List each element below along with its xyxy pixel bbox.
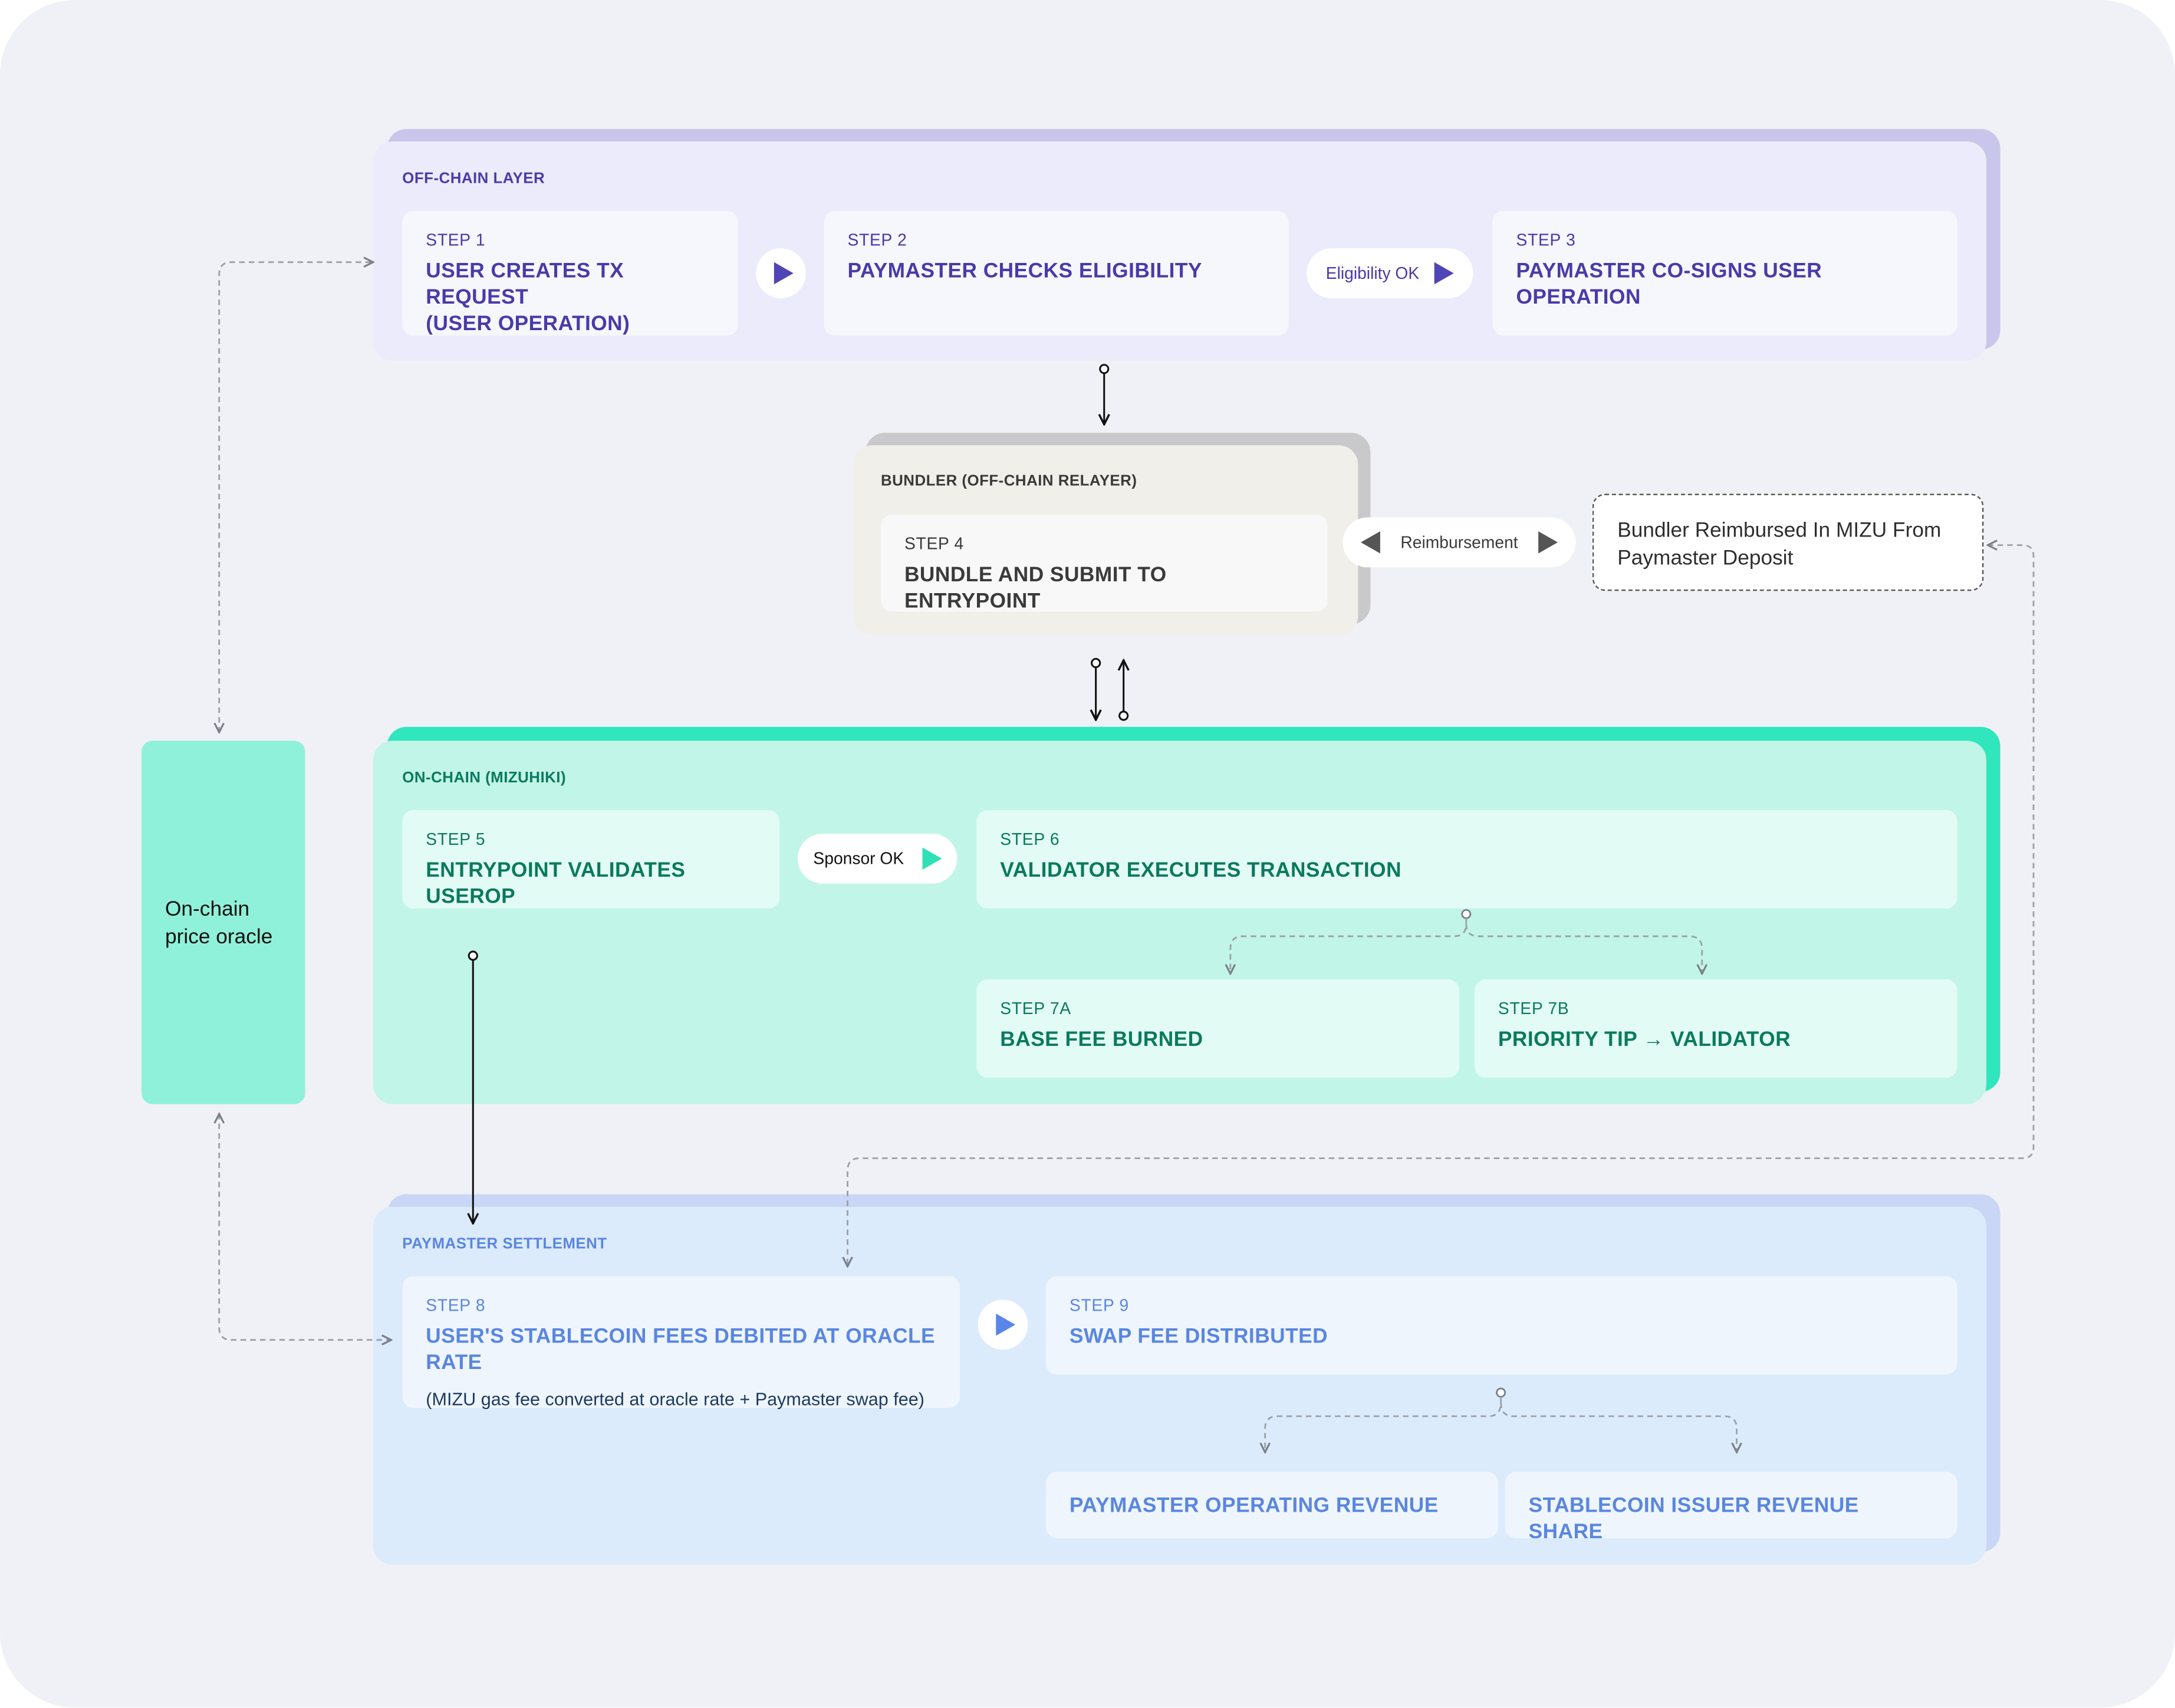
- step3-title: PAYMASTER CO-SIGNS USER OPERATION: [1516, 259, 1822, 310]
- step3-label: STEP 3: [1516, 230, 1576, 250]
- step1-card[interactable]: STEP 1 USER CREATES TX REQUEST (USER OPE…: [402, 210, 738, 336]
- bundler-layer-title: BUNDLER (OFF-CHAIN RELAYER): [880, 473, 1137, 490]
- offchain-layer-title: OFF-CHAIN LAYER: [402, 170, 545, 187]
- settlement-layer-title: PAYMASTER SETTLEMENT: [402, 1236, 607, 1253]
- onchain-layer-title: ON-CHAIN (MIZUHIKI): [402, 769, 567, 786]
- step2-title: PAYMASTER CHECKS ELIGIBILITY: [847, 259, 1202, 283]
- eligibility-ok-pill: Eligibility OK: [1307, 248, 1473, 298]
- operating-revenue-title: PAYMASTER OPERATING REVENUE: [1069, 1493, 1439, 1518]
- step3-card[interactable]: STEP 3 PAYMASTER CO-SIGNS USER OPERATION: [1492, 210, 1957, 336]
- step5-to-settlement-arrow: [469, 950, 477, 1223]
- play-icon: [1434, 262, 1455, 285]
- step9-card[interactable]: STEP 9 SWAP FEE DISTRIBUTED: [1045, 1276, 1957, 1375]
- step1-title-line2: (USER OPERATION): [426, 312, 630, 336]
- step5-title: ENTRYPOINT VALIDATES USEROP: [426, 858, 686, 909]
- onchain-to-bundler-arrow: [1120, 660, 1128, 721]
- step9-title: SWAP FEE DISTRIBUTED: [1069, 1324, 1328, 1348]
- price-oracle-box[interactable]: On-chain price oracle: [141, 741, 305, 1104]
- step2-label: STEP 2: [847, 230, 907, 250]
- step8-card[interactable]: STEP 8 USER'S STABLECOIN FEES DEBITED AT…: [402, 1276, 960, 1410]
- eligibility-ok-label: Eligibility OK: [1325, 264, 1420, 283]
- step6-split-connector: [1230, 909, 1702, 973]
- step8-title: USER'S STABLECOIN FEES DEBITED AT ORACLE…: [426, 1324, 936, 1375]
- stablecoin-issuer-revenue-card[interactable]: STABLECOIN ISSUER REVENUE SHARE: [1505, 1472, 1957, 1544]
- step2-card[interactable]: STEP 2 PAYMASTER CHECKS ELIGIBILITY: [824, 210, 1289, 336]
- bundler-to-onchain-arrow: [1092, 658, 1100, 720]
- oracle-line2: price oracle: [164, 925, 273, 949]
- paymaster-operating-revenue-card[interactable]: PAYMASTER OPERATING REVENUE: [1045, 1472, 1498, 1539]
- step8-to-step9-play-icon: [978, 1299, 1028, 1350]
- issuer-revenue-title: STABLECOIN ISSUER REVENUE SHARE: [1528, 1493, 1859, 1544]
- reimbursed-note-settlement-connector: [847, 545, 2035, 1266]
- oracle-line1: On-chain: [164, 897, 250, 922]
- step5-card[interactable]: STEP 5 ENTRYPOINT VALIDATES USEROP: [402, 809, 780, 909]
- oracle-settlement-connector: [219, 1114, 391, 1340]
- step5-label: STEP 5: [426, 829, 486, 849]
- offchain-to-bundler-arrow: [1100, 364, 1108, 424]
- reimbursed-note-line1: Bundler Reimbursed In MIZU From: [1617, 518, 1942, 542]
- step8-note: (MIZU gas fee converted at oracle rate +…: [426, 1388, 925, 1410]
- step1-label: STEP 1: [426, 230, 486, 250]
- step9-split-connector: [1265, 1387, 1737, 1452]
- step1-title-line1: USER CREATES TX REQUEST: [426, 259, 624, 310]
- step1-to-step2-play-icon: [756, 248, 806, 298]
- step8-label: STEP 8: [426, 1295, 486, 1315]
- oracle-offchain-connector: [219, 262, 373, 733]
- step9-label: STEP 9: [1069, 1295, 1129, 1315]
